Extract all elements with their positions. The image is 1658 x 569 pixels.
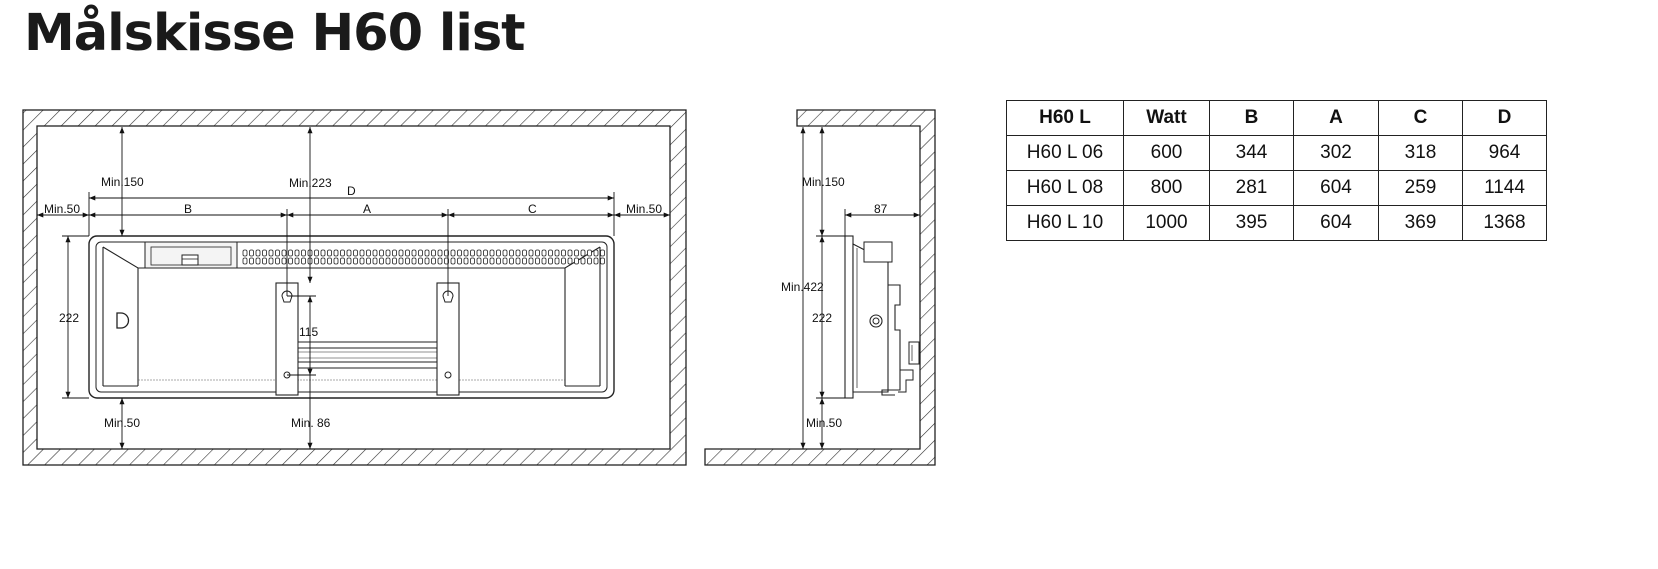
- header-watt: Watt: [1123, 100, 1210, 136]
- front-view: Min.150 Min.223 D Min.50 Min.50 B A C 22…: [22, 109, 687, 466]
- side-label-depth-87: 87: [874, 202, 888, 216]
- cell-model: H60 L 08: [1006, 170, 1124, 206]
- side-label-min-150: Min.150: [802, 175, 845, 189]
- cell-d: 1368: [1462, 205, 1547, 241]
- cell-c: 318: [1378, 135, 1463, 171]
- header-b: B: [1209, 100, 1294, 136]
- power-symbol-icon: [116, 312, 130, 329]
- label-min-50-left: Min.50: [44, 202, 80, 216]
- label-dim-a: A: [363, 202, 371, 216]
- heater-body: [88, 235, 615, 399]
- header-c: C: [1378, 100, 1463, 136]
- header-d: D: [1462, 100, 1547, 136]
- side-label-min-50-bottom: Min.50: [806, 416, 842, 430]
- cell-a: 604: [1293, 170, 1379, 206]
- table-row: H60 L 06 600 344 302 318 964: [1006, 135, 1547, 171]
- page-title: Målskisse H60 list: [24, 4, 526, 63]
- air-grille: [242, 249, 605, 265]
- cell-model: H60 L 10: [1006, 205, 1124, 241]
- label-min-86: Min. 86: [291, 416, 331, 430]
- label-min-223: Min.223: [289, 176, 332, 190]
- table-row: H60 L 10 1000 395 604 369 1368: [1006, 205, 1547, 241]
- label-min-50-right: Min.50: [626, 202, 662, 216]
- label-dim-b: B: [184, 202, 192, 216]
- table-row: H60 L 08 800 281 604 259 1144: [1006, 170, 1547, 206]
- cell-watt: 600: [1123, 135, 1210, 171]
- cell-d: 964: [1462, 135, 1547, 171]
- dimension-drawing: Min.150 Min.223 D Min.50 Min.50 B A C 22…: [22, 109, 936, 466]
- cell-a: 604: [1293, 205, 1379, 241]
- table-header-row: H60 L Watt B A C D: [1006, 100, 1547, 136]
- side-view: Min.150 87 Min.422 222 Min.50: [704, 109, 936, 466]
- label-dim-115: 115: [299, 325, 318, 339]
- label-min-50-bottom: Min.50: [104, 416, 140, 430]
- side-label-min-422: Min.422: [781, 280, 824, 294]
- cell-b: 344: [1209, 135, 1294, 171]
- label-dim-d: D: [347, 184, 356, 198]
- cell-a: 302: [1293, 135, 1379, 171]
- cell-b: 395: [1209, 205, 1294, 241]
- cell-c: 369: [1378, 205, 1463, 241]
- cell-b: 281: [1209, 170, 1294, 206]
- label-min-150: Min.150: [101, 175, 144, 189]
- cell-watt: 1000: [1123, 205, 1210, 241]
- header-a: A: [1293, 100, 1379, 136]
- side-knob-icon: [869, 314, 883, 328]
- specification-table: H60 L Watt B A C D H60 L 06 600 344 302 …: [1006, 100, 1547, 241]
- side-label-height-222: 222: [812, 311, 832, 325]
- cell-watt: 800: [1123, 170, 1210, 206]
- label-height-222: 222: [59, 311, 79, 325]
- cell-d: 1144: [1462, 170, 1547, 206]
- header-model: H60 L: [1006, 100, 1124, 136]
- cell-c: 259: [1378, 170, 1463, 206]
- cell-model: H60 L 06: [1006, 135, 1124, 171]
- label-dim-c: C: [528, 202, 537, 216]
